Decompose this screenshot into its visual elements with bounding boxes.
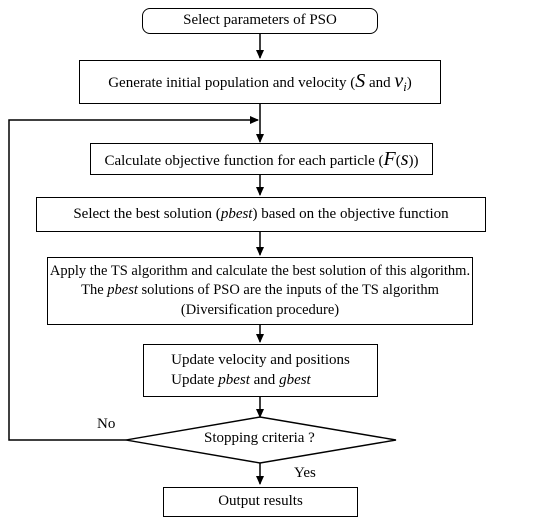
- edge-label-no: No: [97, 416, 116, 432]
- objective-function-label: Calculate objective function for each pa…: [104, 148, 419, 170]
- output-node: Output results: [163, 487, 358, 517]
- generate-population-label: Generate initial population and velocity…: [108, 70, 412, 95]
- select-pbest-node: Select the best solution (pbest) based o…: [36, 197, 486, 232]
- ts-line-2: The pbest solutions of PSO are the input…: [81, 282, 439, 299]
- ts-algorithm-node: Apply the TS algorithm and calculate the…: [47, 257, 473, 325]
- loop-back-no-path: [8, 116, 259, 441]
- edge-label-yes: Yes: [294, 465, 316, 481]
- ts-line-1: Apply the TS algorithm and calculate the…: [49, 262, 471, 279]
- select-pbest-label: Select the best solution (pbest) based o…: [73, 205, 449, 222]
- decision-diamond: [125, 416, 397, 464]
- output-node-label: Output results: [218, 493, 303, 510]
- update-line-1: Update velocity and positions: [171, 352, 350, 368]
- update-node: Update velocity and positions Update pbe…: [143, 344, 378, 397]
- start-node-label: Select parameters of PSO: [183, 12, 337, 29]
- generate-population-node: Generate initial population and velocity…: [79, 60, 441, 104]
- objective-function-node: Calculate objective function for each pa…: [90, 143, 433, 175]
- ts-line-3: (Diversification procedure): [180, 301, 340, 318]
- update-line-2: Update pbest and gbest: [171, 371, 311, 388]
- decision-label: Stopping criteria ?: [204, 430, 315, 446]
- start-node: Select parameters of PSO: [142, 8, 378, 34]
